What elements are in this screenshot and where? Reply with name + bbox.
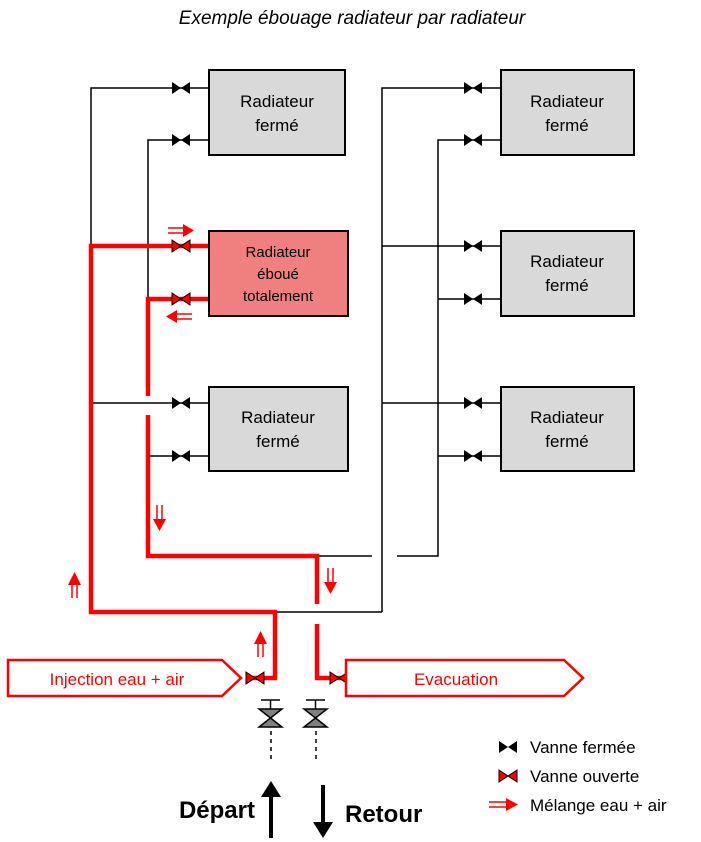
open-valve-icon [171,239,191,253]
closed-valve-icon [172,450,190,462]
flow-arrow-up-icon [68,572,81,598]
closed-valve-icon [464,397,482,409]
main-valve-depart [256,699,285,762]
legend-open-valve-label: Vanne ouverte [530,767,639,786]
flow-arrow-down-icon [324,568,337,594]
radiator-label-line2: fermé [255,116,298,135]
radiator-label-line2: fermé [545,276,588,295]
injection-label-box: Injection eau + air [6,658,243,698]
radiator-left-mid-flushed: Radiateur éboué totalement [208,230,349,317]
radiator-left-top: Radiateur fermé [208,69,346,156]
evacuation-label-box: Evacuation [344,658,585,698]
depart-label: Départ [179,797,255,824]
radiator-left-bottom: Radiateur fermé [208,386,349,472]
legend-closed-valve-icon [499,741,517,753]
injection-label: Injection eau + air [50,670,185,689]
radiator-label-line2: fermé [545,116,588,135]
diagram-title: Exemple ébouage radiateur par radiateur [179,8,526,29]
radiator-label-line1: Radiateur [530,408,604,427]
open-valve-icon [171,292,191,306]
radiator-label-line2: fermé [545,432,588,451]
closed-valve-icon [464,134,482,146]
radiator-label-line1: Radiateur [241,408,315,427]
radiator-label-line1: Radiateur [240,92,314,111]
closed-valve-icon [172,82,190,94]
legend-mix-label: Mélange eau + air [530,796,667,815]
flow-arrow-right-icon [168,224,194,237]
radiator-right-bottom: Radiateur fermé [500,386,635,472]
legend: Vanne fermée Vanne ouverte Mélange eau +… [489,738,667,815]
radiator-label-line1: Radiateur [530,252,604,271]
flow-arrow-up-icon [254,631,267,657]
radiator-right-mid: Radiateur fermé [500,230,635,317]
flow-arrow-down-icon [153,505,166,531]
closed-valve-icon [464,293,482,305]
main-valve-retour [301,699,330,762]
retour-label: Retour [345,801,422,828]
radiator-label-line2: fermé [256,432,299,451]
radiator-label-line2: éboué [257,266,299,283]
closed-valve-icon [172,397,190,409]
closed-valve-icon [464,82,482,94]
radiator-right-top: Radiateur fermé [500,69,635,156]
legend-open-valve-icon [498,769,518,783]
radiator-label-line1: Radiateur [530,92,604,111]
depart-arrow-icon [261,781,281,838]
flow-arrows [68,224,337,657]
closed-valve-icon [464,240,482,252]
closed-valve-icon [172,134,190,146]
closed-valve-icon [464,450,482,462]
open-valve-icon [245,671,265,685]
flow-arrow-left-icon [166,310,192,323]
legend-closed-valve-label: Vanne fermée [530,738,636,757]
radiator-label-line1: Radiateur [245,244,310,261]
evacuation-label: Evacuation [414,670,498,689]
black-piping [90,87,501,613]
retour-arrow-icon [313,785,333,838]
legend-mix-arrow-icon [489,798,518,811]
radiator-label-line3: totalement [243,288,314,305]
